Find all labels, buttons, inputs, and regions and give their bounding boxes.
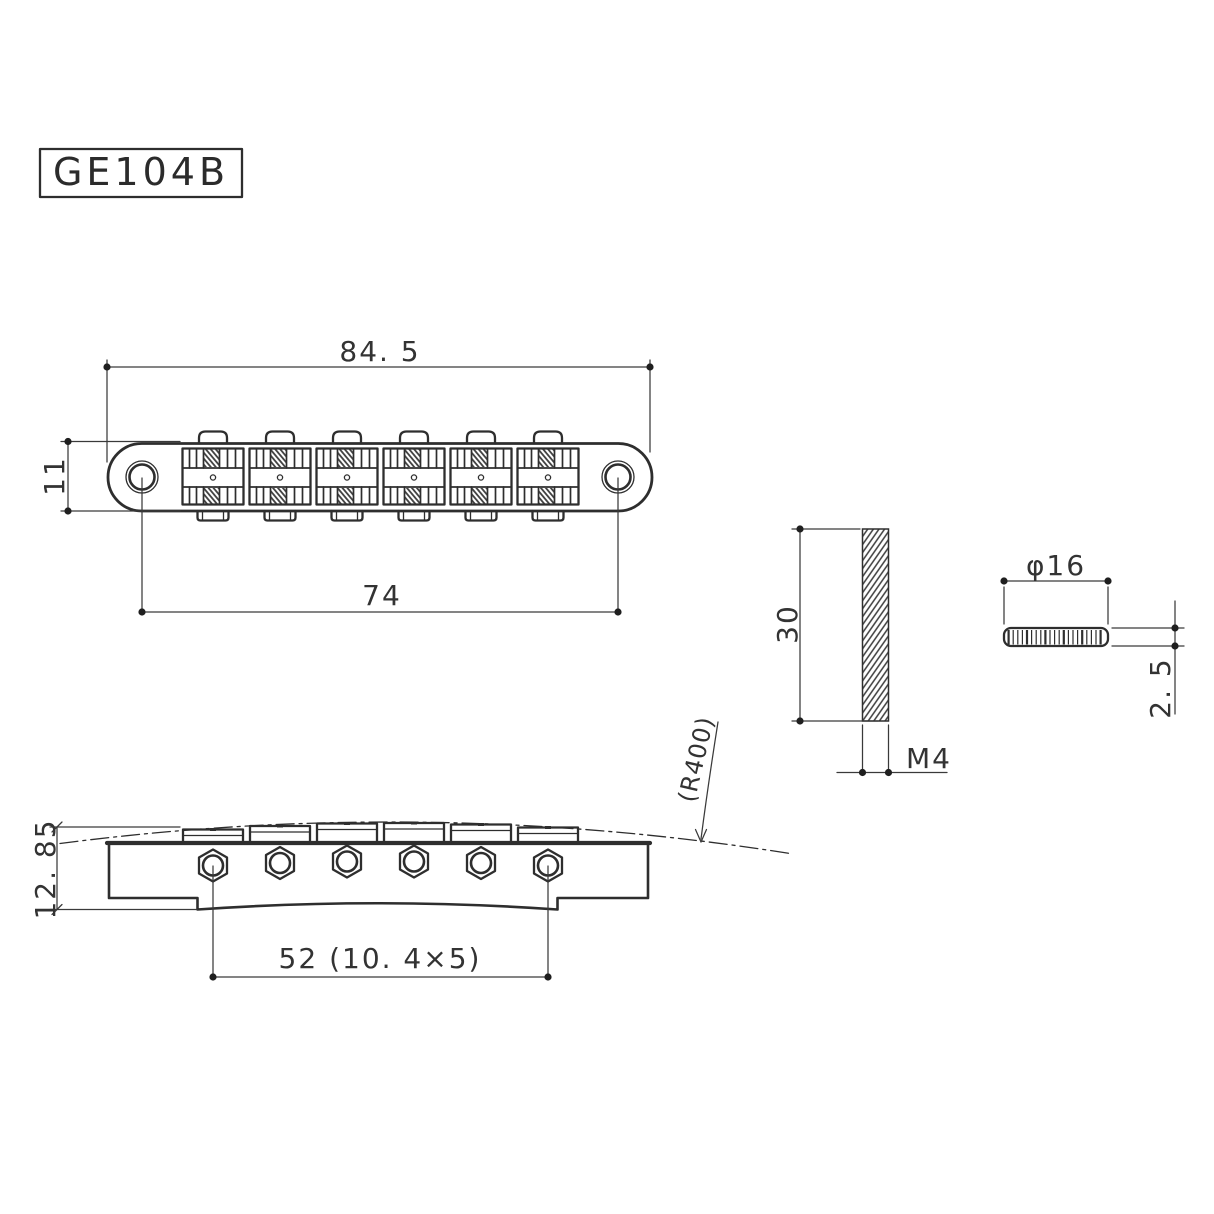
dimension-string-spacing: 52 (10. 4×5) — [209, 865, 552, 981]
title-block: GE104B — [38, 147, 244, 199]
intonation-screw-tip — [209, 474, 217, 481]
saddle-tab-bottom — [196, 509, 230, 522]
saddle-tab-top — [532, 430, 564, 445]
saddle-tab-top — [398, 430, 430, 445]
string-notch — [411, 821, 417, 825]
title-box — [38, 147, 244, 199]
stud-view: 30 M4 — [771, 525, 952, 777]
thumbwheel-view: φ16 2. 5 — [1000, 549, 1185, 719]
dimension-body-height: 11 — [38, 437, 181, 515]
intonation-screw-tip — [276, 474, 284, 481]
string-notch — [277, 824, 283, 828]
overall-height-label: 12. 85 — [29, 818, 62, 919]
saddle-insert-hatch — [337, 449, 354, 467]
wheel-diameter-label: φ16 — [1026, 549, 1086, 582]
intonation-screw-tip — [343, 474, 351, 481]
saddle-insert-hatch — [538, 488, 555, 504]
string-notch — [545, 826, 551, 829]
saddle-insert-hatch — [337, 488, 354, 504]
saddle-tab-top — [264, 430, 296, 445]
saddle-insert-hatch — [203, 449, 220, 467]
bridge-body-side-view — [107, 841, 650, 911]
saddle-side-view — [315, 822, 379, 845]
saddle-top-view — [181, 430, 245, 522]
saddle-top-view — [248, 430, 312, 522]
side-view-saddles — [181, 821, 580, 845]
part-number: GE104B — [53, 150, 229, 194]
saddle-top-view — [516, 430, 580, 522]
top-view: 84. 5 11 7 — [38, 335, 654, 616]
saddle-tab-top — [465, 430, 497, 445]
string-notch — [344, 822, 350, 825]
saddle-top-view — [449, 430, 513, 522]
height-adjust-nut — [398, 844, 430, 879]
saddle-block — [315, 447, 379, 506]
top-view-saddles — [181, 430, 580, 522]
saddle-insert-hatch — [404, 488, 421, 504]
height-adjust-nut — [264, 845, 296, 881]
saddle-tab-bottom — [330, 509, 364, 522]
stud-length-label: 30 — [771, 604, 804, 644]
saddle-side-view — [248, 824, 312, 845]
saddle-insert-hatch — [203, 488, 220, 504]
saddle-insert-hatch — [538, 449, 555, 467]
radius-callout: (R400) — [673, 714, 720, 843]
post-spacing-label: 74 — [362, 579, 402, 612]
saddle-block — [516, 447, 580, 506]
overall-width-label: 84. 5 — [339, 335, 420, 368]
saddle-insert-hatch — [404, 449, 421, 467]
saddle-top-view — [315, 430, 379, 522]
height-adjust-nut — [465, 845, 497, 881]
intonation-screw-tip — [410, 474, 418, 481]
intonation-screw-tip — [544, 474, 552, 481]
intonation-screw-tip — [477, 474, 485, 481]
saddle-insert-hatch — [270, 449, 287, 467]
saddle-side-view — [382, 821, 446, 845]
saddle-block — [382, 447, 446, 506]
saddle-tab-top — [331, 430, 363, 445]
saddle-block — [181, 447, 245, 506]
saddle-tab-bottom — [464, 509, 498, 522]
saddle-side-view — [516, 826, 580, 845]
dimension-wheel-thickness: 2. 5 — [1111, 600, 1185, 719]
saddle-block — [248, 447, 312, 506]
saddle-insert-hatch — [471, 488, 488, 504]
string-notch — [478, 823, 484, 826]
saddle-height-nuts — [197, 844, 564, 883]
height-adjust-nut — [331, 844, 363, 879]
thumbwheel-knurling — [1007, 630, 1102, 645]
string-notch — [210, 828, 216, 831]
saddle-insert-hatch — [270, 488, 287, 504]
saddle-block — [449, 447, 513, 506]
dimension-overall-width: 84. 5 — [103, 335, 654, 463]
bridge-body-top-view — [106, 442, 654, 513]
saddle-side-view — [449, 823, 513, 845]
dimension-stud-length: 30 — [771, 525, 879, 725]
thumbwheel-body — [1002, 626, 1110, 648]
saddle-side-view — [181, 828, 245, 845]
saddle-tab-bottom — [397, 509, 431, 522]
saddle-tab-bottom — [263, 509, 297, 522]
dimension-overall-height: 12. 85 — [29, 818, 198, 920]
wheel-thickness-label: 2. 5 — [1144, 657, 1177, 718]
side-view: 12. 85 (R400) 52 (10. 4×5) — [29, 714, 791, 981]
saddle-tab-bottom — [531, 509, 565, 522]
dimension-post-spacing: 74 — [138, 477, 622, 616]
dimension-wheel-diameter: φ16 — [1000, 549, 1112, 625]
saddle-top-view — [382, 430, 446, 522]
body-height-label: 11 — [38, 456, 71, 496]
threaded-stud — [861, 528, 890, 722]
stud-thread-label: M4 — [906, 742, 952, 775]
string-spacing-label: 52 (10. 4×5) — [279, 942, 482, 975]
saddle-insert-hatch — [471, 449, 488, 467]
dimension-stud-thread: M4 — [836, 724, 952, 777]
saddle-tab-top — [197, 430, 229, 445]
